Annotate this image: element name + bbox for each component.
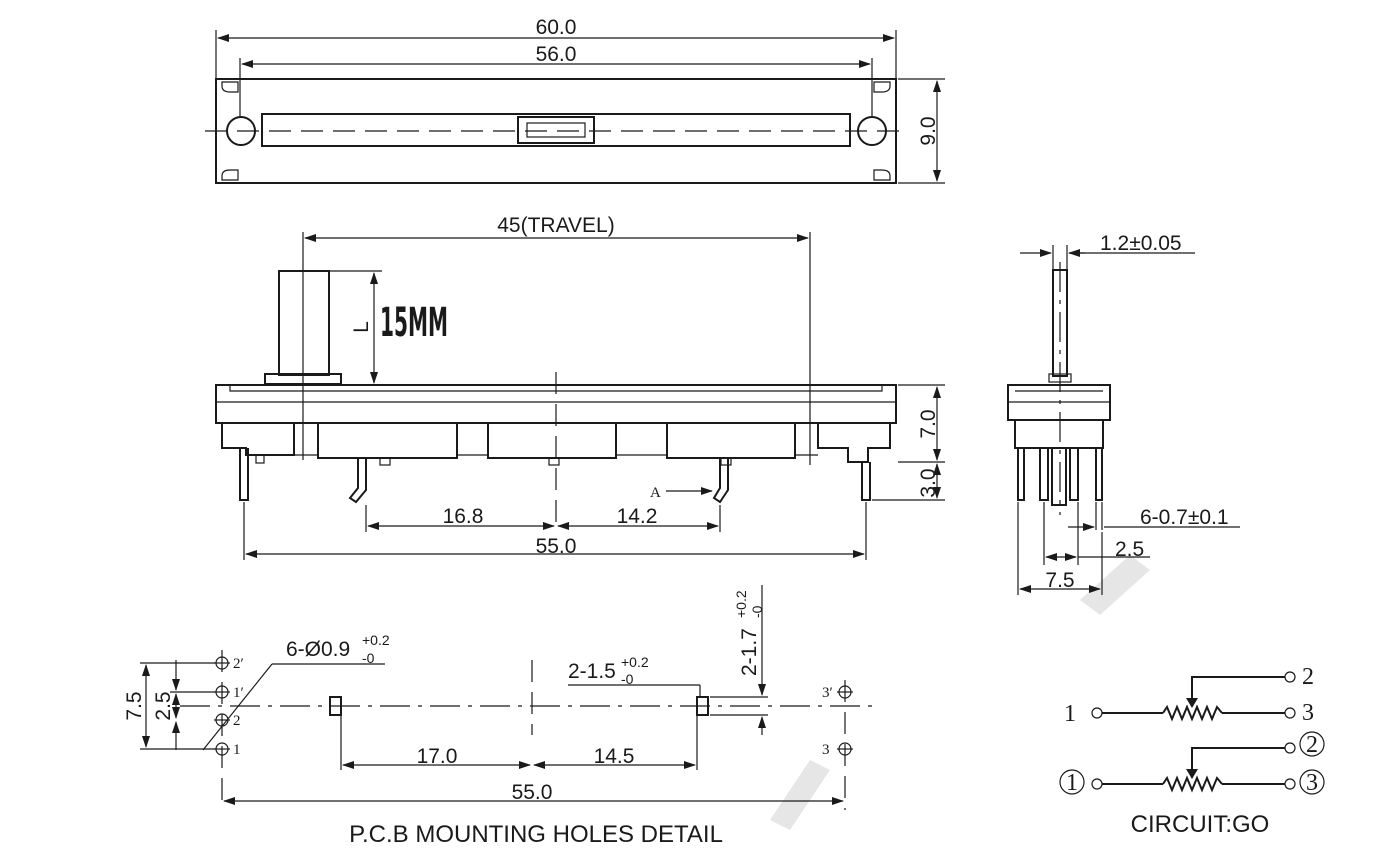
pcb-slot-tol-plus: +0.2: [621, 654, 649, 670]
pcb-dim-row-spacing: 7.5: [123, 691, 146, 720]
pcb-hole-tol-minus: -0: [362, 650, 375, 666]
dim-travel: 45(TRAVEL): [497, 214, 614, 237]
pcb-dim-pin-pitch: 2.5: [152, 691, 175, 720]
circuit-label: CIRCUIT:GO: [1131, 811, 1270, 838]
dim-overall-width: 60.0: [536, 16, 577, 39]
pcb-slot-tol-minus: -0: [621, 671, 634, 687]
pcb-slot-vert-tol-minus: -0: [749, 605, 765, 618]
pcb-dim-left: 17.0: [417, 745, 458, 768]
pcb-pin-label: 1: [233, 742, 241, 758]
pcb-hole-callout: 6-Ø0.9: [286, 638, 350, 661]
top-view: 60.0 56.0 9.0: [205, 16, 945, 184]
dim-slot-width: 56.0: [536, 43, 577, 66]
dim-pin-size: 6-0.7±0.1: [1140, 506, 1229, 529]
pcb-pin-label: 2: [233, 713, 241, 729]
dim-height: 9.0: [917, 116, 940, 145]
side-view: 45(TRAVEL) L 15MM 7.0 3.0 16.8 14.2 A 55…: [215, 214, 945, 560]
circuit-diagram: 1 2 3 1 2 3 CIRCUIT:GO: [1059, 664, 1325, 838]
pcb-slot-vert-callout: 2-1.7: [738, 628, 761, 676]
circuit-bottom-left: 1: [1066, 770, 1078, 796]
pcb-pin-label: 1′: [233, 685, 244, 701]
dim-row-spacing: 7.5: [1045, 569, 1074, 592]
watermark: [770, 555, 1150, 830]
dim-lever-thickness: 1.2±0.05: [1100, 232, 1182, 255]
dim-body-height: 7.0: [917, 409, 940, 438]
dim-pin-height: 3.0: [917, 468, 940, 497]
pcb-title: P.C.B MOUNTING HOLES DETAIL: [349, 821, 723, 848]
pcb-pin-label: 3: [822, 742, 830, 758]
circuit-bottom-right: 3: [1306, 770, 1318, 796]
lever-length: 15MM: [380, 300, 448, 346]
pcb-holes-detail: 2′ 1′ 2 1 3′ 3 7.5 2.5 6-Ø0.9 +0.2 -0 2-…: [123, 585, 880, 848]
view-arrow-label: A: [650, 485, 661, 501]
pcb-slot-callout: 2-1.5: [568, 660, 616, 683]
end-view: 1.2±0.05 6-0.7±0.1 2.5 7.5: [1007, 232, 1240, 595]
lever-letter: L: [350, 321, 373, 333]
dim-pin-spacing-right: 14.2: [617, 505, 658, 528]
pcb-pin-label: 2′: [233, 656, 244, 672]
circuit-top-wiper: 2: [1302, 664, 1314, 690]
pcb-hole-tol-plus: +0.2: [362, 632, 390, 648]
dim-pin-spacing-left: 16.8: [443, 505, 484, 528]
circuit-top-right: 3: [1302, 700, 1314, 726]
dim-pin-pitch: 2.5: [1115, 538, 1144, 561]
dim-pin-span: 55.0: [536, 535, 577, 558]
pcb-slot-vert-tol-plus: +0.2: [733, 590, 749, 618]
pcb-pin-label: 3′: [822, 685, 833, 701]
circuit-bottom-wiper: 2: [1306, 732, 1318, 758]
pcb-dim-right: 14.5: [594, 745, 635, 768]
circuit-top-left: 1: [1064, 701, 1076, 727]
pcb-dim-span: 55.0: [512, 781, 553, 804]
